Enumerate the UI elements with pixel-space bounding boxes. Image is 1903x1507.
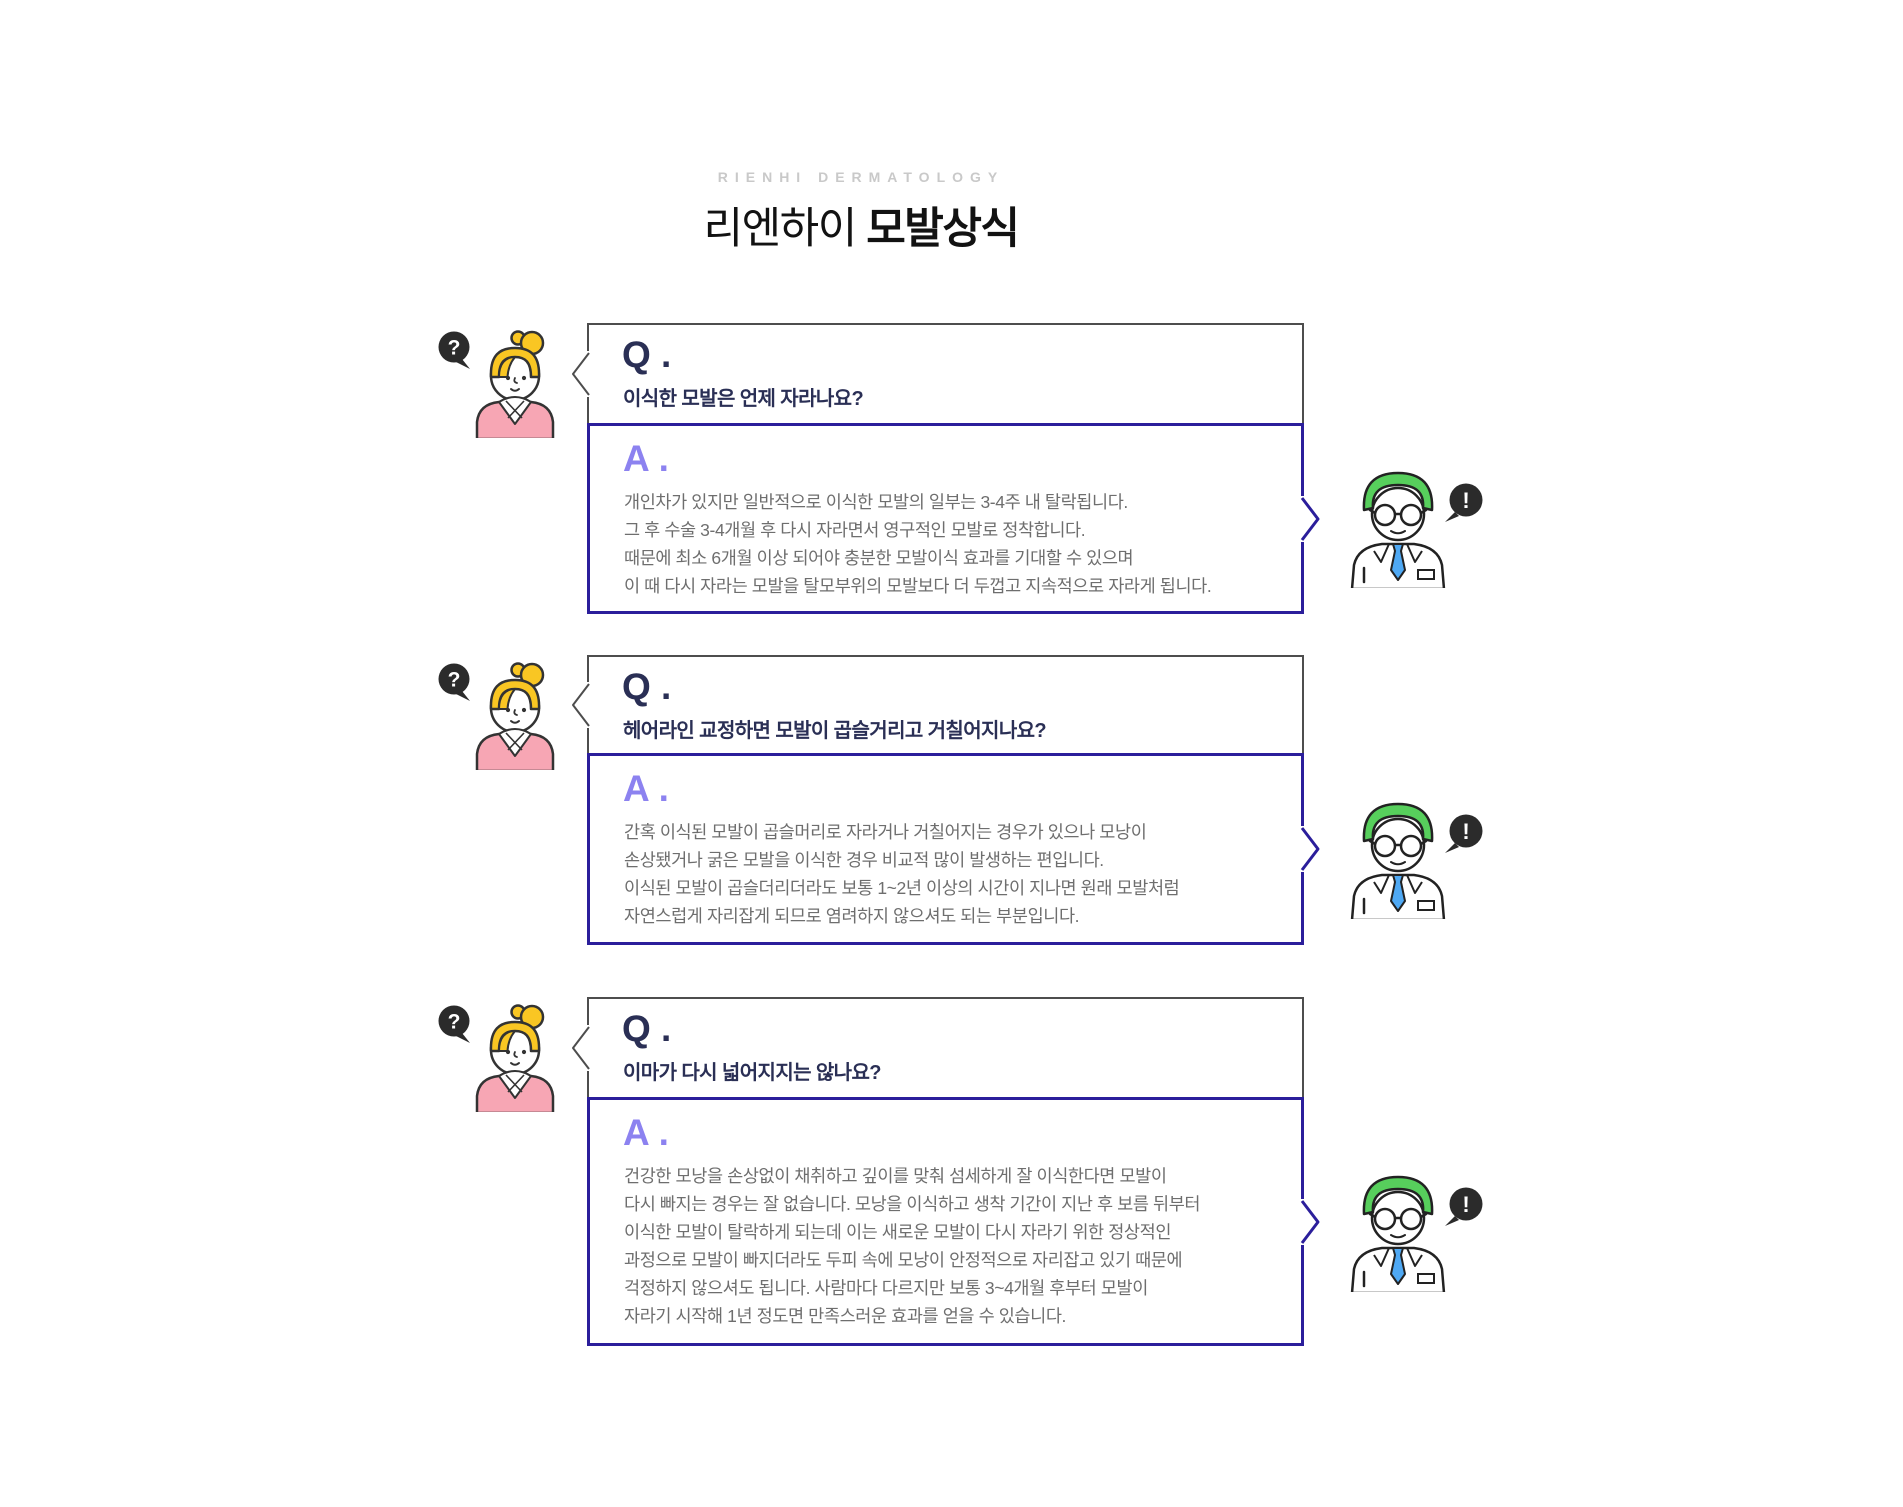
patient-avatar: ? xyxy=(438,662,555,770)
doctor-avatar: ! xyxy=(1350,802,1483,919)
svg-text:?: ? xyxy=(448,669,461,692)
answer-notch xyxy=(1300,495,1320,542)
a-label: A . xyxy=(623,438,669,479)
answer-notch xyxy=(1300,1198,1320,1245)
answer-line: 과정으로 모발이 빠지더라도 두피 속에 모낭이 안정적으로 자리잡고 있기 때… xyxy=(624,1250,1183,1270)
answer-line: 개인차가 있지만 일반적으로 이식한 모발의 일부는 3-4주 내 탈락됩니다. xyxy=(624,492,1128,512)
question-box: Q . 이식한 모발은 언제 자라나요? xyxy=(572,323,1304,423)
doctor-tie xyxy=(1390,543,1406,581)
page-title: 리엔하이 모발상식 xyxy=(461,194,1261,256)
clinic-eyebrow-text: RIENHI DERMATOLOGY xyxy=(717,169,1005,185)
answer-line: 간혹 이식된 모발이 곱슬머리로 자라거나 거칠어지는 경우가 있으나 모낭이 xyxy=(624,822,1147,842)
exclamation-bubble-icon: ! xyxy=(1445,814,1483,853)
patient-avatar: ? xyxy=(438,330,555,438)
question-text: 이마가 다시 넓어지지는 않나요? xyxy=(623,1062,881,1084)
question-bubble-icon: ? xyxy=(438,663,470,701)
answer-line: 건강한 모낭을 손상없이 채취하고 깊이를 맞춰 섬세하게 잘 이식한다면 모발… xyxy=(624,1166,1167,1186)
page-title-bold: 모발상식 xyxy=(866,205,1020,253)
answer-line: 때문에 최소 6개월 이상 되어야 충분한 모발이식 효과를 기대할 수 있으며 xyxy=(624,548,1134,568)
svg-text:?: ? xyxy=(448,337,461,360)
exclamation-bubble-icon: ! xyxy=(1445,483,1483,522)
patient-avatar: ? xyxy=(438,1004,555,1112)
doctor-avatar: ! xyxy=(1350,471,1483,588)
answer-box: A . 개인차가 있지만 일반적으로 이식한 모발의 일부는 3-4주 내 탈락… xyxy=(587,423,1320,614)
doctor-hair xyxy=(1362,471,1434,512)
page-title-regular: 리엔하이 xyxy=(703,205,858,253)
exclamation-bubble-icon: ! xyxy=(1445,1187,1483,1226)
answer-text: 건강한 모낭을 손상없이 채취하고 깊이를 맞춰 섬세하게 잘 이식한다면 모발… xyxy=(624,1162,1271,1330)
svg-text:?: ? xyxy=(448,1011,461,1034)
answer-line: 다시 빠지는 경우는 잘 없습니다. 모낭을 이식하고 생착 기간이 지난 후 … xyxy=(624,1194,1201,1214)
answer-line: 손상됐거나 굵은 모발을 이식한 경우 비교적 많이 발생하는 편입니다. xyxy=(624,850,1104,870)
answer-line: 이식된 모발이 곱슬더리더라도 보통 1~2년 이상의 시간이 지나면 원래 모… xyxy=(624,878,1180,898)
question-bubble-icon: ? xyxy=(438,1005,470,1043)
answer-line: 그 후 수술 3-4개월 후 다시 자라면서 영구적인 모발로 정착합니다. xyxy=(624,520,1086,540)
answer-text: 간혹 이식된 모발이 곱슬머리로 자라거나 거칠어지는 경우가 있으나 모낭이 … xyxy=(624,818,1271,930)
answer-box: A . 건강한 모낭을 손상없이 채취하고 깊이를 맞춰 섬세하게 잘 이식한다… xyxy=(587,1097,1320,1346)
svg-text:!: ! xyxy=(1462,819,1469,844)
answer-text: 개인차가 있지만 일반적으로 이식한 모발의 일부는 3-4주 내 탈락됩니다.… xyxy=(624,488,1271,600)
answer-line: 이 때 다시 자라는 모발을 탈모부위의 모발보다 더 두껍고 지속적으로 자라… xyxy=(624,576,1212,596)
svg-text:!: ! xyxy=(1462,488,1469,513)
q-label: Q . xyxy=(622,666,672,707)
answer-box: A . 간혹 이식된 모발이 곱슬머리로 자라거나 거칠어지는 경우가 있으나 … xyxy=(587,753,1320,945)
glasses-icon xyxy=(1373,503,1397,527)
coat-pocket xyxy=(1417,569,1435,580)
question-notch xyxy=(572,351,592,397)
answer-line: 이식한 모발이 탈락하게 되는데 이는 새로운 모발이 다시 자라기 위한 정상… xyxy=(624,1222,1172,1242)
answer-line: 걱정하지 않으셔도 됩니다. 사람마다 다르지만 보통 3~4개월 후부터 모발… xyxy=(624,1278,1148,1298)
answer-line: 자라기 시작해 1년 정도면 만족스러운 효과를 얻을 수 있습니다. xyxy=(624,1306,1066,1326)
doctor-avatar: ! xyxy=(1350,1175,1483,1292)
question-box: Q . 헤어라인 교정하면 모발이 곱슬거리고 거칠어지나요? xyxy=(572,655,1304,753)
question-notch xyxy=(572,1025,592,1071)
q-label: Q . xyxy=(622,1008,672,1049)
question-text: 이식한 모발은 언제 자라나요? xyxy=(623,388,864,410)
question-notch xyxy=(572,682,592,728)
a-label: A . xyxy=(623,1112,669,1153)
answer-line: 자연스럽게 자리잡게 되므로 염려하지 않으셔도 되는 부분입니다. xyxy=(624,906,1080,926)
question-bubble-icon: ? xyxy=(438,331,470,369)
a-label: A . xyxy=(623,768,669,809)
question-box: Q . 이마가 다시 넓어지지는 않나요? xyxy=(572,997,1304,1097)
q-label: Q . xyxy=(622,334,672,375)
svg-text:!: ! xyxy=(1462,1192,1469,1217)
answer-notch xyxy=(1300,826,1320,872)
question-text: 헤어라인 교정하면 모발이 곱슬거리고 거칠어지나요? xyxy=(623,720,1047,742)
